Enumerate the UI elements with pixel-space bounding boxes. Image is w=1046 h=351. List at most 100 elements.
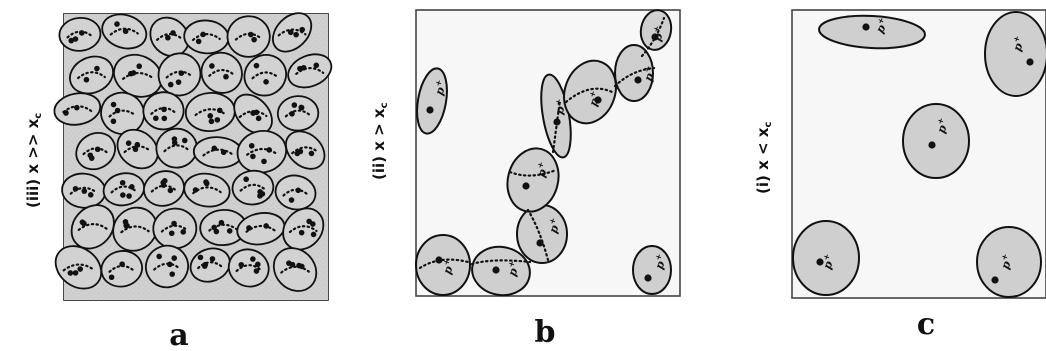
particle-dot: [213, 228, 220, 235]
particle-label-sup: +: [934, 116, 946, 126]
dense-cluster: [144, 244, 189, 289]
particle-label-letter: p: [651, 31, 666, 43]
panel-a-regime-label: (iii) x >> xc: [24, 113, 44, 208]
cluster-dots: [165, 70, 194, 79]
cluster-dots: [284, 109, 312, 118]
cluster-outline: [112, 206, 158, 252]
dense-cluster: [75, 132, 117, 171]
particle-label: p+: [1008, 34, 1028, 53]
cluster-dots: [160, 224, 189, 233]
particle-dot: [250, 256, 256, 262]
panel-a-clusters: [53, 12, 333, 300]
particle-dot: [110, 118, 117, 125]
cluster-dots: [62, 263, 95, 272]
particle-label-letter: p: [821, 259, 836, 271]
dense-cluster: [54, 245, 103, 290]
particle-dot: [169, 271, 176, 277]
cluster-outline: [144, 244, 189, 289]
particle-dot: [175, 79, 182, 85]
particle-dot: [165, 34, 171, 41]
particle-label-letter: p: [1011, 41, 1026, 53]
particle-dot: [214, 117, 221, 123]
particle-label: p+: [932, 116, 952, 135]
cluster: p+: [818, 14, 926, 50]
particle-dot: [123, 222, 130, 229]
particle-label-letter: p: [441, 264, 456, 276]
cluster-outline: [226, 15, 271, 58]
dense-cluster: [236, 130, 288, 174]
particle-dot: [426, 106, 434, 114]
cluster-dots: [238, 110, 268, 119]
particle-dot: [209, 256, 216, 262]
panel-a-letter: a: [169, 318, 188, 351]
dense-cluster: [100, 91, 146, 136]
particle-label-letter: p: [433, 85, 448, 97]
cluster-dots: [156, 32, 183, 41]
particle-dot: [126, 193, 132, 199]
cluster-dots: [120, 225, 150, 234]
particle-label: p+: [503, 259, 523, 278]
percolation-path: [613, 66, 656, 88]
particle-dot: [119, 179, 126, 186]
particle-dot: [88, 155, 95, 161]
cluster-outline: [282, 207, 325, 251]
particle-dot: [161, 115, 168, 122]
cluster-dots: [245, 224, 277, 233]
particle-dot: [492, 266, 500, 274]
dense-cluster: [152, 207, 198, 250]
cluster-dots: [208, 223, 239, 232]
panel-b-regime-label: (ii) x > xc: [370, 102, 390, 180]
particle-dot: [208, 118, 215, 125]
particle-dot: [644, 274, 652, 282]
particle-dot: [816, 258, 824, 266]
cluster-dots: [282, 188, 309, 197]
particle-label-sup: +: [586, 89, 598, 99]
particle-dot: [291, 102, 298, 108]
particle-dot: [293, 31, 299, 38]
cluster: p+: [976, 226, 1042, 298]
particle-dot: [171, 136, 178, 142]
cluster-dots: [77, 71, 106, 80]
particle-dot: [287, 29, 294, 36]
cluster-outline: [287, 53, 333, 89]
particle-dot: [156, 253, 163, 260]
particle-label-sup: +: [546, 216, 558, 226]
particle-label-sup: +: [552, 97, 564, 107]
particle-dot: [167, 187, 174, 194]
dense-cluster: [53, 92, 102, 126]
dense-cluster: [282, 207, 325, 251]
cluster-dots: [77, 223, 108, 231]
particle-label: p+: [532, 160, 552, 179]
particle-label-sup: +: [641, 64, 653, 74]
particle-dot: [81, 188, 88, 194]
cluster-outline: [902, 103, 970, 179]
particle-label: p+: [550, 97, 570, 116]
particle-label-sup: +: [650, 24, 662, 34]
cluster-dots: [123, 145, 152, 154]
particle-dot: [248, 142, 255, 149]
dense-cluster: [274, 174, 317, 211]
particle-label: p+: [648, 24, 668, 43]
dense-cluster: [200, 51, 243, 94]
particle-dot: [122, 28, 129, 35]
dense-cluster: [189, 247, 231, 283]
particle-dot: [310, 231, 317, 238]
dense-cluster: [157, 52, 202, 97]
particle-dot: [136, 63, 143, 70]
cluster-dots: [121, 71, 154, 80]
particle-dot: [243, 176, 249, 183]
cluster-dots: [291, 146, 320, 155]
particle-dot: [257, 193, 263, 199]
cluster: p+: [471, 245, 531, 297]
dense-cluster: [100, 250, 144, 288]
particle-label-sup: +: [505, 259, 517, 269]
dense-cluster: [112, 206, 158, 252]
cluster-outline: [416, 67, 448, 135]
cluster-dots: [234, 32, 263, 41]
cluster-dots: [163, 144, 190, 153]
cluster-outline: [471, 245, 531, 297]
dense-cluster: [227, 248, 270, 288]
cluster-dots: [191, 33, 221, 42]
particle-dot: [181, 137, 188, 144]
